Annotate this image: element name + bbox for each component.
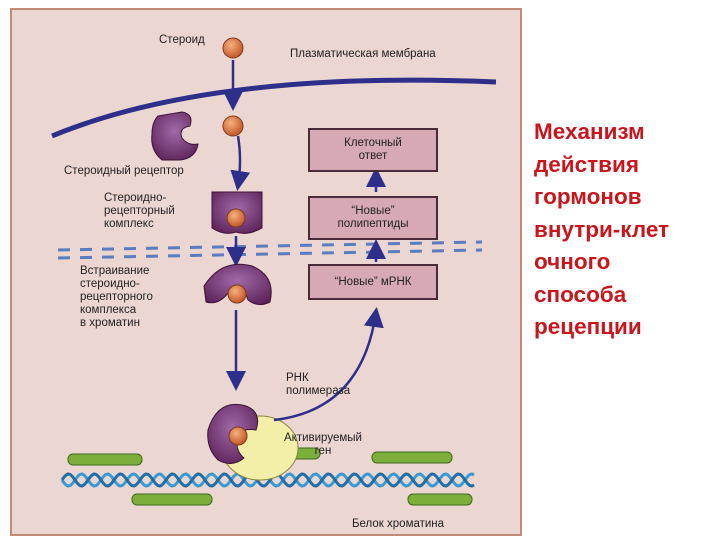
label-rna-polymerase-line1: РНК xyxy=(286,372,309,384)
label-receptor: Стероидный рецептор xyxy=(64,165,184,177)
bound-complex-steroid xyxy=(228,426,248,446)
diagram-panel: Стероид Плазматическая мембрана Стероидн… xyxy=(10,8,522,536)
label-activated-gene-line2: ген xyxy=(314,445,332,457)
label-activated-gene: Активируемый ген xyxy=(284,432,362,458)
plasma-membrane xyxy=(51,77,497,139)
diagram-graphics xyxy=(51,37,497,506)
side-title-line4: внутри-клет xyxy=(534,216,670,242)
label-insertion-line1: Встраивание xyxy=(80,265,150,277)
label-complex-line3: комплекс xyxy=(104,218,154,230)
chromatin-protein-1 xyxy=(131,493,213,506)
side-title-line3: гормонов xyxy=(534,184,642,209)
chromatin-protein-2 xyxy=(407,493,473,506)
side-title-line7: рецепции xyxy=(534,314,642,339)
dna-strand-2 xyxy=(60,472,475,488)
activated-complex-shape xyxy=(203,263,272,306)
box-new-polypeptides-line2: полипептиды xyxy=(337,218,409,230)
label-chromatin-protein: Белок хроматина xyxy=(352,518,445,530)
label-complex-line2: рецепторный xyxy=(104,205,175,217)
side-title-line1: Механизм xyxy=(534,119,645,144)
box-cellular-response-line1: Клеточный xyxy=(344,137,402,149)
label-insertion-line5: в хроматин xyxy=(80,317,140,329)
steroid-molecule xyxy=(222,37,244,59)
chromatin-gene-1 xyxy=(67,453,143,466)
label-insertion-line4: комплекса xyxy=(80,304,137,316)
side-title-line2: действия xyxy=(534,151,639,177)
side-title: Механизм действия гормонов внутри-клет о… xyxy=(534,116,720,344)
box-cellular-response: Клеточный ответ xyxy=(308,128,438,172)
label-rna-polymerase-line2: полимераза xyxy=(286,385,351,397)
complex-steroid xyxy=(226,208,246,228)
box-new-polypeptides: “Новые” полипептиды xyxy=(308,196,438,240)
activated-complex-steroid xyxy=(227,284,247,304)
box-new-polypeptides-line1: “Новые” xyxy=(351,205,395,217)
label-complex: Стероидно- рецепторный комплекс xyxy=(104,192,175,231)
steroid-molecule-inside xyxy=(222,115,244,137)
label-rna-polymerase: РНК полимераза xyxy=(286,372,350,398)
nuclear-envelope-upper xyxy=(57,240,483,252)
label-insertion-line2: стероидно- xyxy=(80,278,140,290)
box-cellular-response-line2: ответ xyxy=(358,150,388,162)
label-membrane: Плазматическая мембрана xyxy=(290,48,436,60)
label-insertion: Встраивание стероидно- рецепторного комп… xyxy=(80,265,153,330)
box-new-mrna-text: “Новые” мРНК xyxy=(334,275,412,288)
nuclear-envelope-lower xyxy=(57,248,483,260)
label-steroid: Стероид xyxy=(159,34,205,46)
label-complex-line1: Стероидно- xyxy=(104,192,167,204)
label-activated-gene-line1: Активируемый xyxy=(284,432,362,444)
side-title-line6: способа xyxy=(534,281,627,307)
steroid-receptor-shape xyxy=(151,111,199,161)
box-new-mrna: “Новые” мРНК xyxy=(308,264,438,300)
side-title-line5: очного xyxy=(534,249,611,274)
chromatin-gene-3 xyxy=(371,451,453,464)
arrow-transcription xyxy=(273,307,384,422)
label-insertion-line3: рецепторного xyxy=(80,291,153,303)
arrow-binding xyxy=(230,135,251,191)
